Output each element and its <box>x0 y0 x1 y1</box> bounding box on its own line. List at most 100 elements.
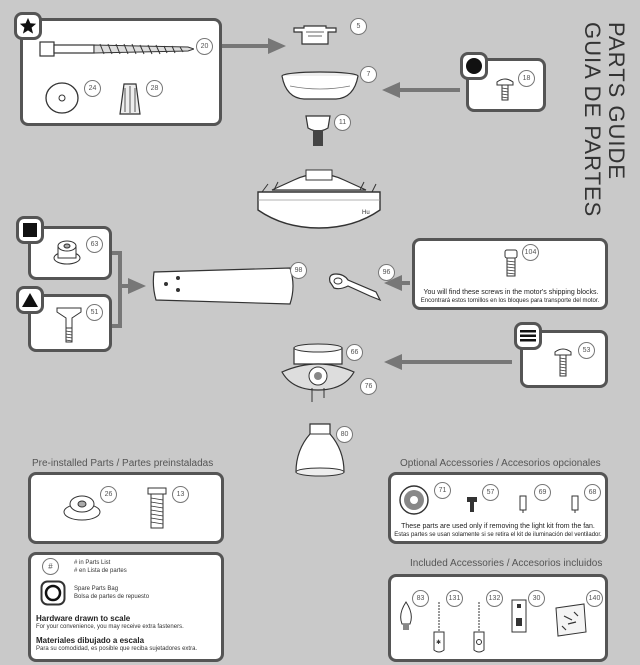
circle-bag-badge <box>460 52 488 80</box>
legend-in-list-es: # en Lista de partes <box>74 568 127 574</box>
part-num-18: 18 <box>518 70 535 87</box>
square-icon <box>23 223 37 237</box>
motor-note-en: You will find these screws in the motor'… <box>423 289 599 296</box>
preinstalled-box <box>28 472 224 544</box>
hardware-bag-drawing <box>555 603 587 637</box>
legend-scale-en-title: Hardware drawn to scale <box>36 614 131 623</box>
fan-blade-drawing <box>152 267 294 305</box>
square-bag-badge <box>16 216 44 244</box>
triangle-bag-badge <box>16 286 44 314</box>
blade-iron-drawing <box>329 273 382 302</box>
svg-text:✱: ✱ <box>436 639 441 646</box>
part-num-71: 71 <box>434 482 451 499</box>
title-line1: PARTS GUIDE <box>604 22 629 181</box>
fan-pull-chain-part: ✱ <box>432 600 446 656</box>
screw-18-part <box>496 76 514 102</box>
wood-screw-part <box>38 38 194 62</box>
part-num-63: 63 <box>86 236 103 253</box>
star-bag-badge <box>14 12 42 40</box>
fan-motor-drawing: Hu <box>257 169 381 229</box>
wood-screw-drawing <box>39 41 194 57</box>
bolt-13-drawing <box>147 487 167 529</box>
wire-nut-part <box>118 82 142 116</box>
part-num-28: 28 <box>146 80 163 97</box>
switch-cap-part <box>398 484 430 516</box>
screw-18-drawing <box>496 78 514 101</box>
balancing-kit-drawing <box>511 599 527 633</box>
part-num-96: 96 <box>378 264 395 281</box>
hanger-ball-part <box>304 114 332 148</box>
part-num-13: 13 <box>172 486 189 503</box>
part-num-132: 132 <box>486 590 503 607</box>
part-num-57: 57 <box>482 484 499 501</box>
balancing-kit-part <box>510 598 528 634</box>
optional-note-es: Estas partes se usan solamente si se ret… <box>394 532 602 538</box>
lines-bag-badge <box>514 322 542 350</box>
screw-57-part <box>466 496 478 514</box>
part-num-131: 131 <box>446 590 463 607</box>
legend-box <box>28 552 224 662</box>
fan-blade-part <box>150 264 296 308</box>
part-num-140: 140 <box>586 590 603 607</box>
part-num-24: 24 <box>84 80 101 97</box>
bulb-drawing <box>400 601 412 630</box>
triangle-icon <box>22 293 38 307</box>
page-title: PARTS GUIDE GUIA DE PARTES <box>580 22 629 218</box>
spare-bag-icon <box>40 580 66 606</box>
light-pull-chain-drawing <box>473 602 485 653</box>
blade-grommet-part <box>52 238 82 266</box>
fan-pull-chain-drawing: ✱ <box>433 602 445 653</box>
fan-motor-part: Hu <box>254 166 384 236</box>
star-icon <box>19 17 37 34</box>
motor-note-es: Encontrará estos tornillos en los bloque… <box>420 298 600 304</box>
part-num-69: 69 <box>534 484 551 501</box>
pull-chain-68-drawing <box>571 495 579 513</box>
canopy-part <box>280 70 360 102</box>
part-num-76: 76 <box>360 378 377 395</box>
motor-screw-drawing <box>504 249 518 277</box>
blade-screw-part <box>56 306 82 346</box>
part-num-51: 51 <box>86 304 103 321</box>
washer-drawing <box>45 82 79 114</box>
title-line2: GUIA DE PARTES <box>580 22 605 218</box>
pull-chain-68-part <box>570 494 580 514</box>
legend-scale-en-text: For your convenience, you may receive ex… <box>36 624 184 630</box>
blade-grommet-drawing <box>53 240 81 265</box>
switch-housing-part <box>278 342 358 406</box>
legend-spare-en: Spare Parts Bag <box>74 586 119 592</box>
pull-chain-69-drawing <box>519 495 527 513</box>
legend-spare-es: Bolsa de partes de repuesto <box>74 594 150 600</box>
screw-57-drawing <box>467 497 477 512</box>
part-num-104: 104 <box>522 244 539 261</box>
mounting-bracket-part <box>290 22 340 50</box>
grommet-26-part <box>62 488 102 522</box>
canopy-drawing <box>281 71 359 100</box>
spare-bag-ring-icon <box>40 580 66 606</box>
glass-shade-drawing <box>295 423 345 477</box>
svg-text:Hu: Hu <box>362 210 370 216</box>
legend-scale-es-text: Para su comodidad, es posible que reciba… <box>36 646 198 652</box>
hardware-bag-part <box>552 602 588 638</box>
part-num-26: 26 <box>100 486 117 503</box>
part-num-11: 11 <box>334 114 351 131</box>
part-num-53: 53 <box>578 342 595 359</box>
switch-housing-drawing <box>281 343 355 402</box>
part-num-5: 5 <box>350 18 367 35</box>
legend-scale-es-title: Materiales dibujado a escala <box>36 636 145 645</box>
optional-note-en: These parts are used only if removing th… <box>401 523 595 530</box>
part-num-83: 83 <box>412 590 429 607</box>
pull-chain-69-part <box>518 494 528 514</box>
hanger-ball-drawing <box>305 115 331 146</box>
switch-cap-drawing <box>399 485 429 515</box>
circle-icon <box>466 58 482 74</box>
preinstalled-heading: Pre-installed Parts / Partes preinstalad… <box>32 458 214 469</box>
grommet-26-drawing <box>63 495 101 521</box>
part-num-20: 20 <box>196 38 213 55</box>
glass-shade-part <box>292 420 348 478</box>
wire-nut-drawing <box>119 83 141 115</box>
light-pull-chain-part <box>472 600 486 656</box>
part-num-30: 30 <box>528 590 545 607</box>
mounting-bracket-drawing <box>293 25 337 45</box>
part-num-66: 66 <box>346 344 363 361</box>
